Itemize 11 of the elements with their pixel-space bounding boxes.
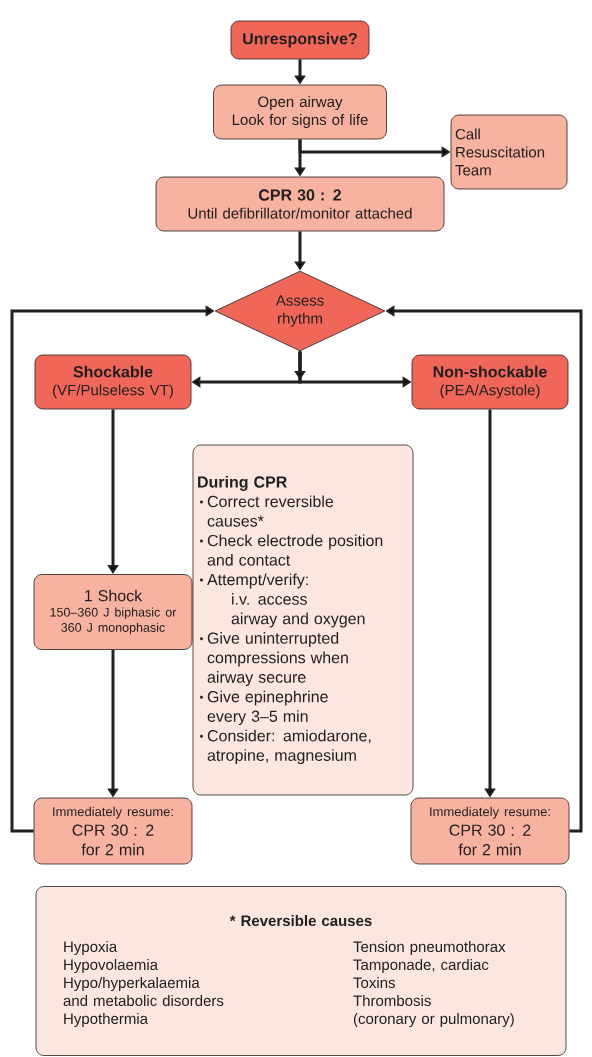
process-box: Open airway Look for signs of life <box>213 84 387 140</box>
process-box: 1 Shock 150–360 J biphasic or 360 J monophasic <box>33 574 193 650</box>
note-box: * Reversible causes Hypoxia Hypovolaemia Hypo/hyperkalaemia and metabolic disorders Hypothermia Tension pneumothorax Tamponade, cardiac Toxins Thrombosis (coronary or pulmonary) <box>35 886 567 1056</box>
process-box: CPR 30 : 2 Until defibrillator/monitor attached <box>155 176 445 232</box>
process-box: Unresponsive? <box>230 20 370 60</box>
note-box: During CPR Correct reversible causes* Check electrode position and contact Attempt/verify: i.v. access airway and oxygen Give uninterrupted compressions when airway secure Give epinephrine every 3–5 min Consider: amiodarone, atropine, magnesium <box>192 444 414 796</box>
process-box: Shockable (VF/Pulseless VT) <box>34 354 192 410</box>
process-box: Immediately resume: CPR 30 : 2 for 2 min <box>33 797 193 865</box>
process-box: Non-shockable (PEA/Asystole) <box>411 354 569 410</box>
process-box: Immediately resume: CPR 30 : 2 for 2 min <box>410 797 570 865</box>
process-box: Call Resuscitation Team <box>450 114 568 190</box>
